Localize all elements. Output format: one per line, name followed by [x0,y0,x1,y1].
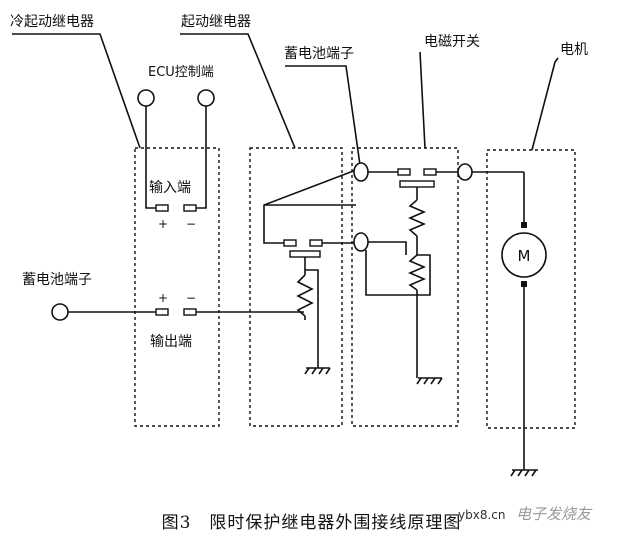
solenoid-terminal-mid [353,232,369,252]
solenoid-coil-2 [407,254,427,291]
leader-battery-top [285,65,361,166]
ground-symbol-1 [304,367,331,375]
input-contact-plus [155,204,169,212]
leader-solenoid [419,51,426,149]
input-contact-minus [183,204,197,212]
battery-terminal-top [353,162,369,182]
motor-box [486,149,576,429]
ground-symbol-2 [416,377,443,385]
output-contact-plus [155,308,169,316]
solenoid-armature [399,180,435,188]
start-relay-box [249,147,343,427]
label-battery-terminal-left: 蓄电池端子 [22,272,92,288]
start-relay-contact-2 [309,239,323,247]
label-input-end: 输入端 [149,180,191,196]
leader-motor [531,57,559,151]
output-plus-sign: + [158,291,168,305]
label-start-relay: 起动继电器 [181,14,251,30]
watermark-brand: 电子发烧友 [516,505,592,523]
label-motor: 电机 [560,42,588,58]
start-relay-contact-1 [283,239,297,247]
input-minus-sign: − [186,217,196,231]
figure-caption: 图3 限时保护继电器外围接线原理图 [161,513,462,533]
output-contact-minus [183,308,197,316]
solenoid-terminal-out [457,163,473,181]
solenoid-contact-2 [423,168,437,176]
motor-letter: M [518,247,531,265]
battery-terminal-left [51,303,69,321]
ecu-terminal-1 [137,89,155,107]
ground-symbol-3 [510,469,538,477]
solenoid-switch-box [351,147,459,427]
label-solenoid-switch: 电磁开关 [424,34,480,50]
solenoid-contact-1 [397,168,411,176]
motor-symbol [501,232,547,278]
label-cold-start-relay: 冷起动继电器 [10,14,94,30]
label-output-end: 输出端 [150,334,192,350]
cold-start-relay-box [134,147,220,427]
solenoid-coil-1 [407,199,427,237]
leader-start-relay [180,33,296,149]
leader-cold-start [12,33,141,149]
label-ecu-control: ECU控制端 [148,65,214,80]
start-relay-armature [289,250,321,258]
start-relay-coil [296,274,314,317]
ecu-terminal-2 [197,89,215,107]
label-battery-terminal-top: 蓄电池端子 [284,46,354,62]
input-plus-sign: + [158,217,168,231]
output-minus-sign: − [186,291,196,305]
watermark-site: ybx8.cn [458,508,506,522]
